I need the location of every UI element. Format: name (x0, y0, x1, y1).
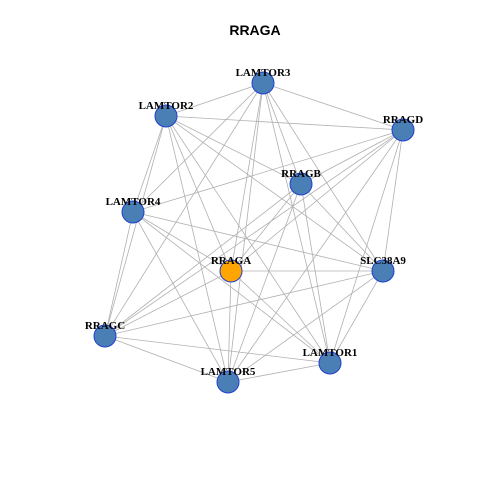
node-lamtor2 (154, 104, 178, 128)
nodes-layer (93, 71, 415, 394)
edge-slc38a9-lamtor1 (329, 270, 384, 364)
edge-lamtor3-lamtor1 (262, 82, 331, 364)
edge-lamtor2-slc38a9 (165, 115, 384, 272)
edge-lamtor2-rragb (165, 115, 302, 185)
node-label-rragc: RRAGC (85, 320, 125, 332)
node-rragb (289, 172, 313, 196)
edge-rragb-rragc (104, 183, 302, 337)
edge-lamtor2-lamtor4 (132, 115, 167, 213)
edge-rragc-lamtor1 (104, 335, 331, 364)
edge-rragb-lamtor5 (227, 183, 302, 383)
node-label-rragb: RRAGB (281, 168, 321, 180)
edge-slc38a9-lamtor5 (227, 270, 384, 383)
node-lamtor5 (216, 370, 240, 394)
edge-lamtor2-rraga (165, 115, 232, 272)
edge-rragd-lamtor1 (329, 129, 404, 364)
edge-rragc-lamtor5 (104, 335, 229, 383)
node-label-rraga: RRAGA (211, 255, 251, 267)
edge-lamtor3-rragc (104, 82, 264, 337)
edge-lamtor3-lamtor5 (227, 82, 264, 383)
node-lamtor1 (318, 351, 342, 375)
node-lamtor4 (121, 200, 145, 224)
node-label-lamtor3: LAMTOR3 (236, 67, 291, 79)
edges-layer (104, 82, 404, 383)
edge-rragd-lamtor4 (132, 129, 404, 213)
edge-lamtor4-rragc (104, 211, 134, 337)
edge-lamtor2-lamtor5 (165, 115, 229, 383)
edge-lamtor4-lamtor1 (132, 211, 331, 364)
node-label-lamtor2: LAMTOR2 (139, 100, 194, 112)
node-label-lamtor5: LAMTOR5 (201, 366, 256, 378)
edge-lamtor3-lamtor2 (165, 82, 264, 117)
edge-rragb-slc38a9 (300, 183, 384, 272)
node-rragc (93, 324, 117, 348)
edge-rragd-slc38a9 (382, 129, 404, 272)
node-slc38a9 (371, 259, 395, 283)
edge-rragd-rragb (300, 129, 404, 185)
edge-rragb-rraga (230, 183, 302, 272)
graph-title: RRAGA (229, 22, 280, 38)
edge-rraga-rragc (104, 270, 232, 337)
node-lamtor3 (251, 71, 275, 95)
edge-slc38a9-rragc (104, 270, 384, 337)
edge-rraga-lamtor5 (227, 270, 232, 383)
edge-lamtor3-rragd (262, 82, 404, 131)
edge-lamtor3-lamtor4 (132, 82, 264, 213)
node-label-slc38a9: SLC38A9 (360, 255, 406, 267)
edge-lamtor1-lamtor5 (227, 362, 331, 383)
edge-lamtor2-rragd (165, 115, 404, 131)
edge-rraga-lamtor1 (230, 270, 331, 364)
edge-lamtor3-rragb (262, 82, 302, 185)
edge-lamtor4-rraga (132, 211, 232, 272)
node-rraga (219, 259, 243, 283)
edge-rragb-lamtor1 (300, 183, 331, 364)
node-label-rragd: RRAGD (383, 114, 423, 126)
edge-rragd-rragc (104, 129, 404, 337)
node-rragd (391, 118, 415, 142)
edge-lamtor3-slc38a9 (262, 82, 384, 272)
edge-rragd-lamtor5 (227, 129, 404, 383)
node-label-lamtor4: LAMTOR4 (106, 196, 161, 208)
edge-lamtor4-slc38a9 (132, 211, 384, 272)
node-label-lamtor1: LAMTOR1 (303, 347, 358, 359)
edge-lamtor2-rragc (104, 115, 167, 337)
